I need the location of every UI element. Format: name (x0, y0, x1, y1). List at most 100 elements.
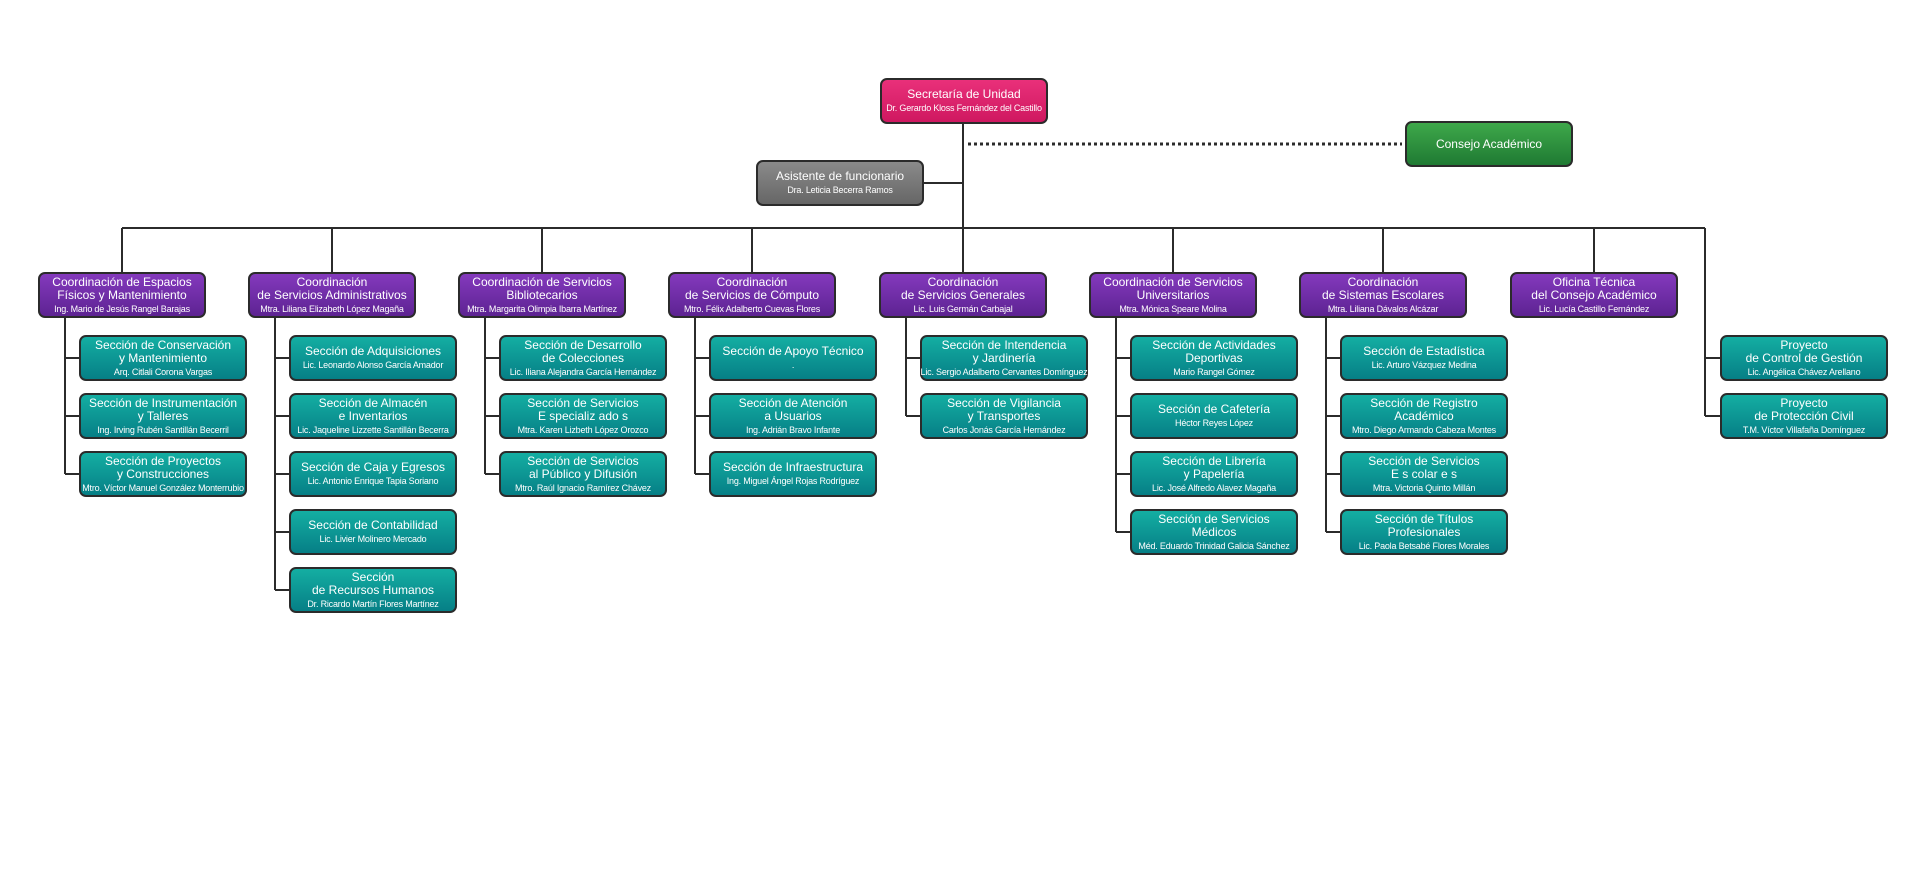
section-box-person: Dr. Ricardo Martín Flores Martínez (307, 598, 439, 609)
section-box-title: Sección de Desarrollo de Colecciones (524, 337, 642, 365)
section-box-person: Héctor Reyes López (1175, 418, 1253, 429)
coordination-box[interactable]: Coordinación de Servicios Universitarios… (1089, 272, 1257, 318)
section-box-person: Lic. Arturo Vázquez Medina (1371, 360, 1477, 371)
section-box-title: Sección de Contabilidad (308, 518, 438, 533)
section-box-person: Lic. Jaqueline Lizzette Santillán Becerr… (297, 424, 449, 435)
section-box-title: Sección de Intendencia y Jardinería (941, 337, 1067, 365)
section-box-title: Sección de Vigilancia y Transportes (947, 395, 1061, 423)
section-box-title: Sección de Almacén e Inventarios (318, 395, 428, 423)
section-box-title: Sección de Infraestructura (722, 460, 864, 475)
coordination-box[interactable]: Coordinación de Espacios Físicos y Mante… (38, 272, 206, 318)
coordination-box-person: Mtra. Margarita Olimpia Ibarra Martínez (467, 303, 617, 314)
section-box-person: Mario Rangel Gómez (1173, 366, 1255, 377)
section-box-title: Sección de Servicios E specializ ado s (527, 395, 639, 423)
section-box-person: Mtro. Víctor Manuel González Monterrubio (82, 482, 244, 493)
section-box-title: Sección de Servicios al Público y Difusi… (527, 453, 639, 481)
section-box-person: Lic. Sergio Adalberto Cervantes Domíngue… (920, 366, 1088, 377)
section-box-title: Sección de Títulos Profesionales (1374, 511, 1474, 539)
project-box-person: T.M. Víctor Villafaña Domínguez (1742, 424, 1866, 435)
section-box-title: Sección de Adquisiciones (304, 344, 442, 359)
coordination-box-title: Coordinación de Servicios Universitarios (1103, 274, 1243, 302)
head-box-person: Dr. Gerardo Kloss Fernández del Castillo (886, 103, 1042, 114)
project-box-title: Proyecto de Control de Gestión (1745, 337, 1863, 365)
section-box-title: Sección de Servicios Médicos (1158, 511, 1270, 539)
coordination-box-person: Ing. Mario de Jesús Rangel Barajas (54, 303, 190, 314)
coordination-box-person: Lic. Luis Germán Carbajal (913, 303, 1013, 314)
coordination-box-person: Lic. Lucía Castillo Fernández (1538, 303, 1650, 314)
coordination-box[interactable]: Coordinación de Servicios Bibliotecarios… (458, 272, 626, 318)
section-box-person: . (791, 360, 795, 371)
coordination-box-person: Mtra. Liliana Elizabeth López Magaña (260, 303, 404, 314)
coordination-box-person: Mtro. Félix Adalberto Cuevas Flores (683, 303, 821, 314)
section-box-person: Mtro. Raúl Ignacio Ramírez Chávez (515, 482, 651, 493)
section-box-person: Lic. José Alfredo Alavez Magaña (1152, 482, 1276, 493)
section-box-title: Sección de Librería y Papelería (1162, 453, 1266, 481)
section-box-title: Sección de Estadística (1363, 344, 1485, 359)
section-box[interactable]: Sección de Apoyo Técnico. (709, 335, 877, 381)
section-box-title: Sección de Caja y Egresos (300, 460, 446, 475)
section-box-person: Ing. Miguel Ángel Rojas Rodríguez (726, 476, 860, 487)
section-box-title: Sección de Instrumentación y Talleres (88, 395, 238, 423)
coordination-box-person: Mtra. Mónica Speare Molina (1119, 303, 1227, 314)
coordination-box-title: Coordinación de Sistemas Escolares (1321, 274, 1445, 302)
section-box-person: Méd. Eduardo Trinidad Galicia Sánchez (1138, 540, 1290, 551)
coordination-box-person: Mtra. Liliana Dávalos Alcázar (1327, 303, 1439, 314)
section-box-person: Mtra. Karen Lizbeth López Orozco (517, 424, 649, 435)
section-box-person: Ing. Adrián Bravo Infante (745, 424, 841, 435)
assistant-box-title: Asistente de funcionario (775, 169, 905, 184)
section-box-title: Sección de Cafetería (1157, 402, 1271, 417)
section-box-person: Lic. Livier Molinero Mercado (319, 534, 427, 545)
project-box-person: Lic. Angélica Chávez Arellano (1747, 366, 1861, 377)
council-box-title: Consejo Académico (1435, 136, 1543, 151)
section-box-title: Sección de Registro Académico (1370, 395, 1478, 423)
coordination-box-title: Coordinación de Servicios de Cómputo (684, 274, 820, 302)
section-box-person: Ing. Irving Rubén Santillán Becerril (97, 424, 229, 435)
coordination-box-title: Coordinación de Servicios Administrativo… (257, 274, 407, 302)
section-box-title: Sección de Atención a Usuarios (738, 395, 848, 423)
section-box-person: Lic. Leonardo Alonso García Amador (302, 360, 444, 371)
section-box[interactable]: Sección de Servicios al Público y Difusi… (499, 451, 667, 497)
section-box-person: Mtra. Victoria Quinto Millán (1372, 482, 1476, 493)
project-box-title: Proyecto de Protección Civil (1754, 395, 1854, 423)
assistant-box-person: Dra. Leticia Becerra Ramos (787, 185, 893, 196)
section-box-title: Sección de Recursos Humanos (311, 569, 435, 597)
coordination-box[interactable]: Coordinación de Servicios Administrativo… (248, 272, 416, 318)
section-box-person: Arq. Citlali Corona Vargas (113, 366, 213, 377)
council-box[interactable]: Consejo Académico (1405, 121, 1573, 167)
section-box-person: Lic. Antonio Enrique Tapia Soriano (307, 476, 439, 487)
section-box-title: Sección de Proyectos y Construcciones (104, 453, 222, 481)
section-box-title: Sección de Apoyo Técnico (722, 344, 864, 359)
